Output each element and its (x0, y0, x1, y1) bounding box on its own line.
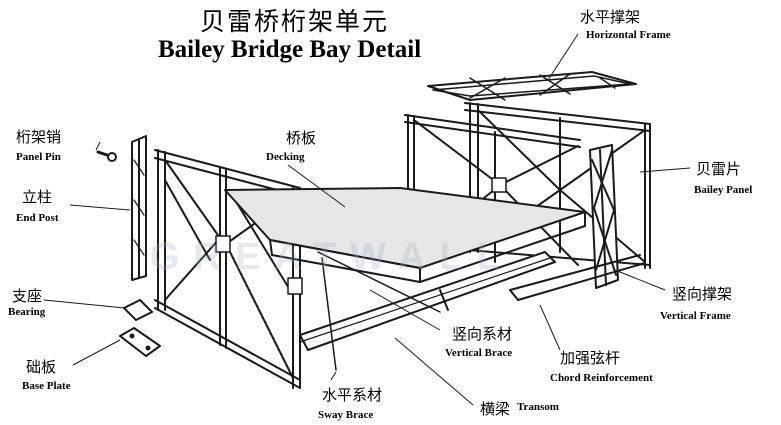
label-base-plate-cn: 础板 (26, 358, 57, 376)
label-chord-reinforcement-cn: 加强弦杆 (560, 349, 621, 367)
label-bailey-panel-cn: 贝雷片 (696, 160, 742, 178)
label-vertical-frame-cn: 竖向撑架 (672, 285, 733, 303)
chord-reinforcement-part (509, 254, 646, 301)
label-sway-brace-en: Sway Brace (318, 409, 374, 421)
label-base-plate-en: Base Plate (22, 380, 71, 392)
sway-brace-part (321, 257, 337, 371)
panel-pin-part (96, 150, 117, 162)
label-sway-brace-cn: 水平系材 (322, 386, 383, 404)
label-transom-cn: 横梁 (480, 400, 511, 418)
watermark: GREATWALL (150, 236, 514, 278)
label-end-post-cn: 立柱 (22, 188, 53, 206)
bearing-part (123, 299, 153, 321)
horizontal-frame-part (427, 71, 637, 101)
label-bearing-en: Bearing (8, 306, 46, 318)
label-panel-pin-en: Panel Pin (16, 151, 61, 163)
base-plate-part (119, 327, 161, 357)
label-decking-en: Decking (266, 151, 305, 163)
label-vertical-brace-cn: 竖向系材 (452, 325, 513, 343)
label-decking-cn: 桥板 (286, 129, 317, 147)
label-bearing-cn: 支座 (12, 287, 43, 305)
label-transom-en: Transom (517, 401, 559, 413)
label-bailey-panel-en: Bailey Panel (694, 184, 753, 196)
label-vertical-brace-en: Vertical Brace (445, 347, 513, 359)
end-post-part (131, 135, 147, 281)
label-panel-pin-cn: 桁架销 (16, 128, 62, 146)
label-horizontal-frame-en: Horizontal Frame (586, 29, 671, 41)
label-vertical-frame-en: Vertical Frame (660, 310, 731, 322)
leader-lines (43, 33, 691, 406)
vertical-brace-part (317, 251, 441, 313)
transom-part (299, 251, 556, 351)
label-chord-reinforcement-en: Chord Reinforcement (550, 372, 653, 384)
decking-part (224, 187, 586, 283)
bailey-panel-part (589, 144, 619, 289)
title-chinese: 贝雷桥桁架单元 (200, 7, 390, 36)
title-english: Bailey Bridge Bay Detail (158, 36, 422, 63)
label-horizontal-frame-cn: 水平撑架 (580, 8, 641, 26)
label-end-post-en: End Post (16, 212, 59, 224)
